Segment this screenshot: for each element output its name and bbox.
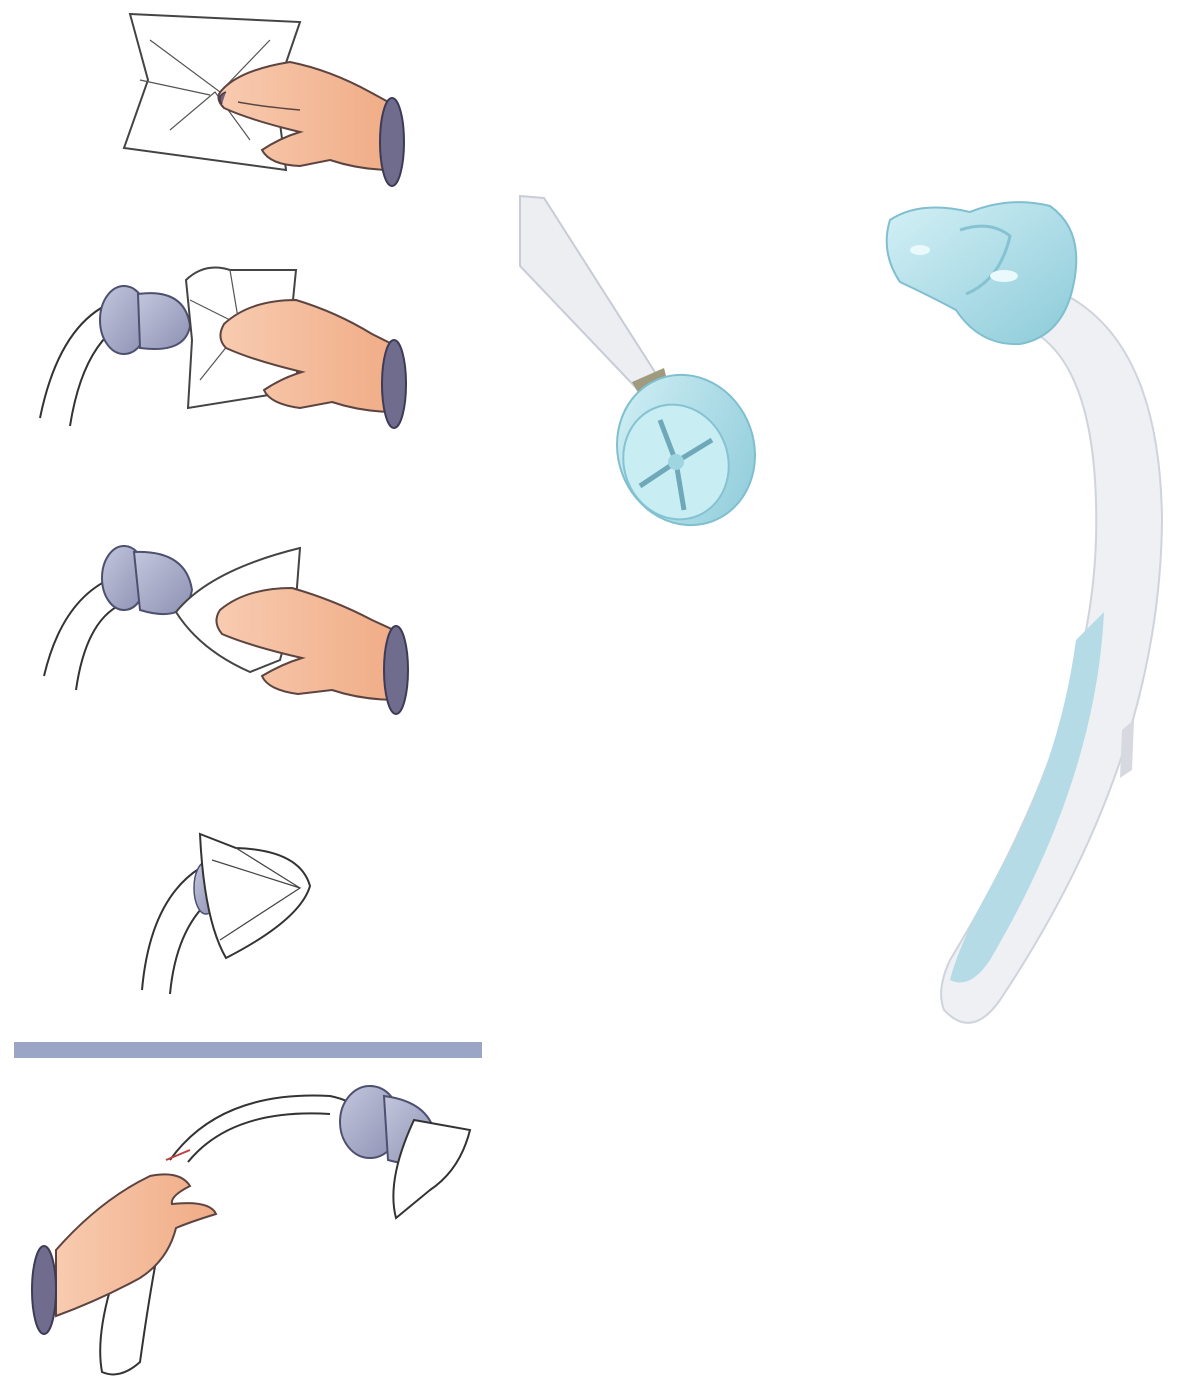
step-grip-dome [40,268,406,428]
dome-icon [100,286,190,354]
step-tissue-over-dome [142,834,310,994]
photo-earpiece-tube [887,202,1162,1023]
tissue-wrapped-dome-icon [194,834,310,958]
cable [520,196,660,392]
step-pull-tube [32,1086,470,1374]
section-divider [14,1042,482,1058]
step-unfold-tissue [124,14,404,186]
dome-icon [102,546,192,614]
earpiece-tube-icon [887,202,1077,344]
tube-body [941,292,1162,1023]
step-twist-dome [44,546,408,714]
photo-dome-tip [520,196,776,545]
dome-tip-icon [596,355,776,544]
